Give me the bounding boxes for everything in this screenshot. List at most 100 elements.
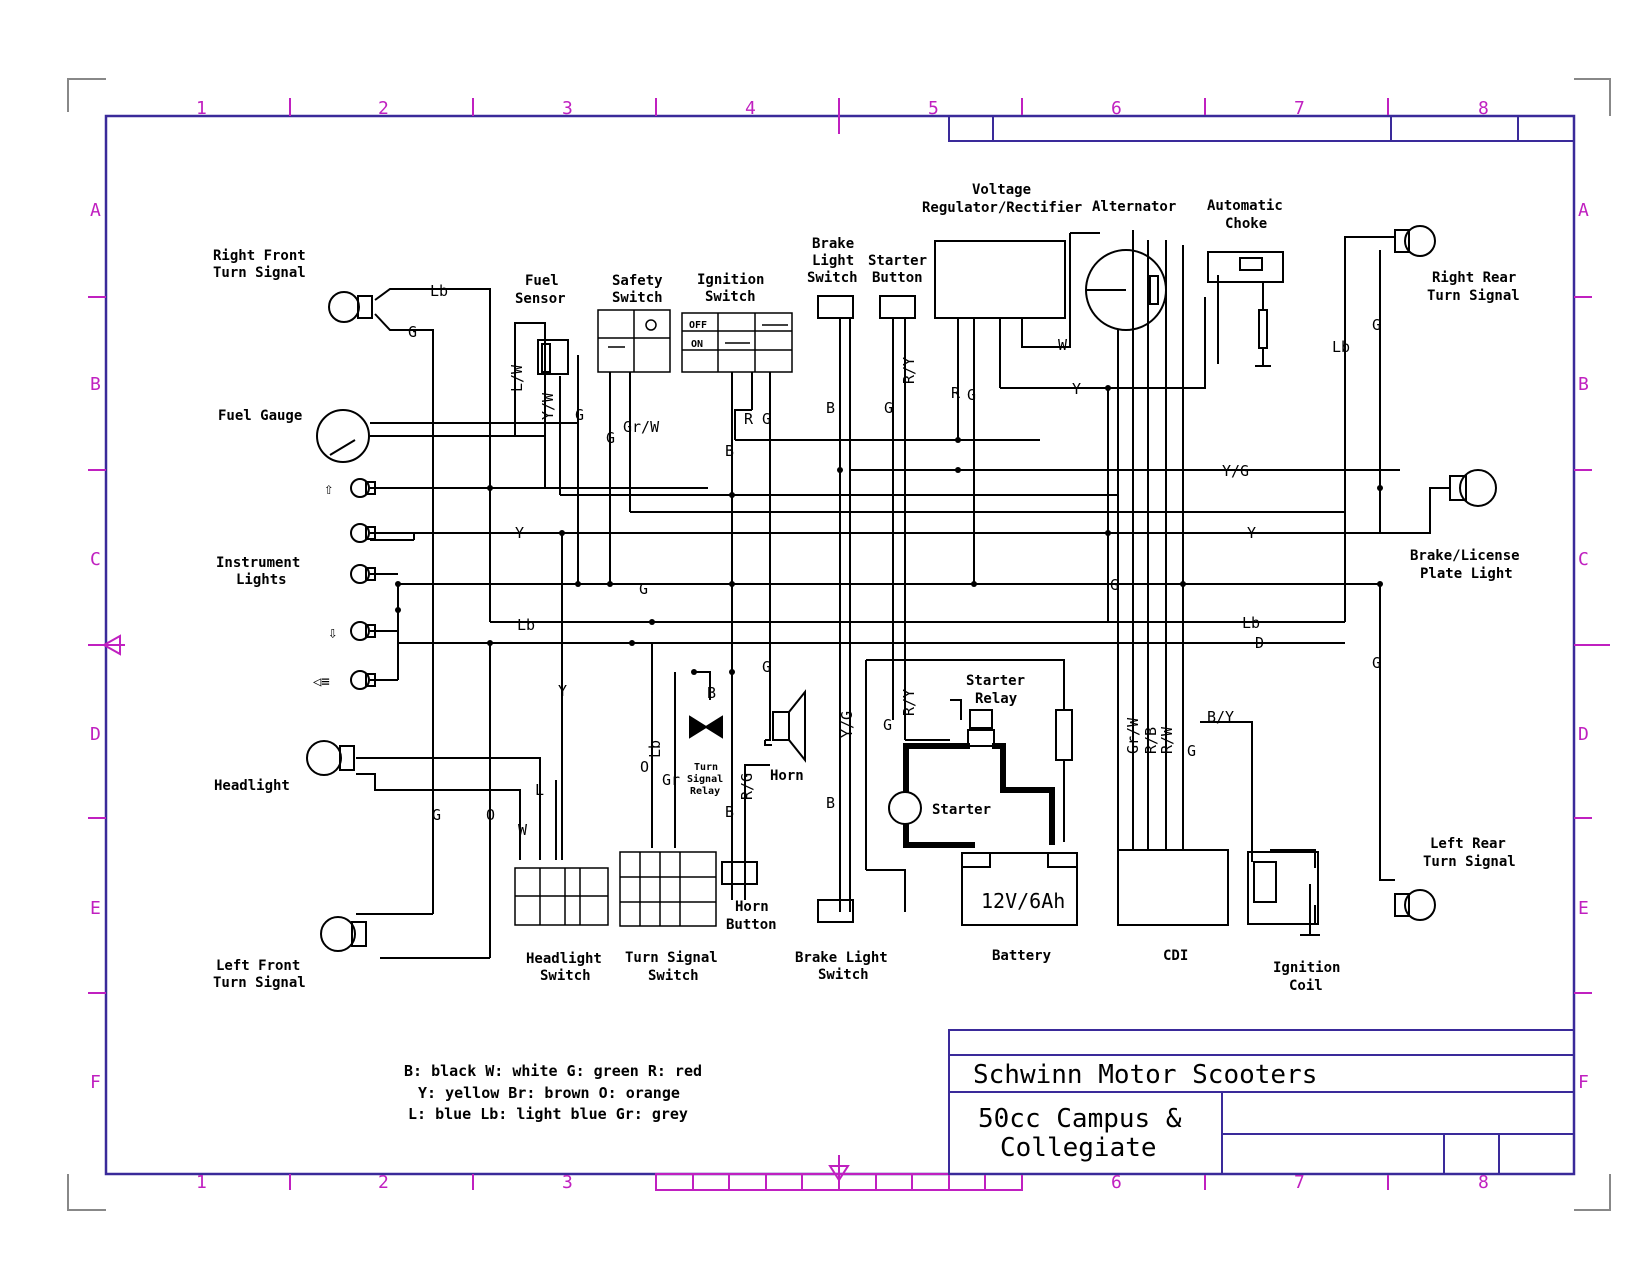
row-label: D bbox=[90, 724, 101, 745]
wire-code: B bbox=[707, 684, 716, 702]
wire-code: G bbox=[1110, 576, 1119, 594]
title-model-line1: 50cc Campus & bbox=[978, 1104, 1182, 1134]
wire-code: R bbox=[744, 410, 754, 428]
wire-code: Y bbox=[515, 524, 524, 542]
wire-code: B bbox=[826, 399, 835, 417]
wire-code: R bbox=[951, 384, 961, 402]
wire-code: Gr bbox=[662, 771, 680, 789]
label-horn-button-2: Button bbox=[726, 917, 777, 933]
label-headlight-switch-1: Headlight bbox=[526, 951, 602, 967]
legend-line-1: B: black W: white G: green R: red bbox=[404, 1062, 702, 1080]
wire-code: Lb bbox=[517, 616, 535, 634]
turn-signal-relay-icon bbox=[689, 715, 723, 739]
label-left-front-turn-2: Turn Signal bbox=[213, 975, 306, 991]
col-label: 8 bbox=[1478, 1172, 1489, 1193]
wire-code: Y/W bbox=[539, 392, 557, 420]
label-safety-switch-1: Safety bbox=[612, 273, 663, 289]
label-left-front-turn-1: Left Front bbox=[216, 958, 300, 974]
wire-code: G bbox=[408, 323, 417, 341]
title-block bbox=[948, 1029, 1575, 1175]
svg-text:⇧: ⇧ bbox=[324, 479, 334, 498]
regulator-box-icon bbox=[934, 240, 1066, 319]
color-legend: B: black W: white G: green R: red Y: yel… bbox=[404, 1062, 702, 1123]
wire-code: L bbox=[535, 781, 544, 799]
component-labels: Right Front Turn Signal Fuel Gauge Instr… bbox=[213, 182, 1520, 994]
wire-color-codes: Lb G Y G Lb Y L W G O G G Gr/W B R G B G… bbox=[408, 282, 1381, 839]
label-battery: Battery bbox=[992, 948, 1052, 964]
grid-ticks bbox=[88, 98, 1610, 1190]
instrument-light-icon bbox=[350, 478, 376, 690]
row-label: C bbox=[1578, 549, 1589, 570]
wire-code: O bbox=[486, 806, 495, 824]
svg-text:◁≡: ◁≡ bbox=[313, 674, 330, 690]
cdi-box-icon bbox=[1117, 849, 1229, 926]
wire-code: G bbox=[967, 386, 976, 404]
wire-code: G bbox=[432, 806, 441, 824]
col-label: 2 bbox=[378, 98, 389, 119]
wire-code: Gr/W bbox=[1124, 717, 1142, 754]
col-label: 3 bbox=[562, 1172, 573, 1193]
label-headlight-switch-2: Switch bbox=[540, 968, 591, 984]
row-label: E bbox=[90, 898, 101, 919]
fuse-icon bbox=[1055, 709, 1073, 761]
col-label: 3 bbox=[562, 98, 573, 119]
wires bbox=[356, 230, 1450, 959]
turn-signal-switch-icon bbox=[619, 851, 717, 927]
row-label: D bbox=[1578, 724, 1589, 745]
wire-code: G bbox=[1372, 654, 1381, 672]
label-instrument-1: Instrument bbox=[216, 555, 300, 571]
wire-code: R/G bbox=[738, 773, 756, 800]
label-ignition-switch-2: Switch bbox=[705, 289, 756, 305]
wire-code: G bbox=[606, 429, 615, 447]
label-starter-button-2: Button bbox=[872, 270, 923, 286]
wire-code: Lb bbox=[646, 740, 664, 758]
label-starter-button-1: Starter bbox=[868, 253, 927, 269]
junction-dots bbox=[395, 385, 1383, 675]
wire-code: L/W bbox=[508, 364, 526, 392]
wire-code: G bbox=[883, 716, 892, 734]
ignition-switch-icon bbox=[681, 312, 793, 373]
label-turn-relay-2: Signal bbox=[687, 773, 723, 785]
label-turn-relay-1: Turn bbox=[694, 762, 718, 773]
brake-switch-icon bbox=[817, 295, 854, 923]
wire-code: B bbox=[725, 442, 734, 460]
wire-code: Lb bbox=[430, 282, 448, 300]
label-brake-top-1: Brake bbox=[812, 236, 854, 252]
label-instrument-2: Lights bbox=[236, 572, 287, 588]
label-right-front-turn-1: Right Front bbox=[213, 248, 306, 264]
label-brake-top-2: Light bbox=[812, 253, 854, 269]
label-turn-relay-3: Relay bbox=[690, 786, 720, 797]
wire-code: G bbox=[575, 406, 584, 424]
label-regulator-2: Regulator/Rectifier bbox=[922, 200, 1082, 216]
col-label: 4 bbox=[745, 98, 756, 119]
label-brake-license-2: Plate Light bbox=[1420, 566, 1513, 582]
headlight-switch-icon bbox=[514, 867, 609, 926]
col-label: 1 bbox=[196, 98, 207, 119]
battery-icon bbox=[961, 852, 1078, 926]
label-brake-bottom-1: Brake Light bbox=[795, 950, 888, 966]
fuel-gauge-icon bbox=[316, 409, 370, 463]
label-safety-switch-2: Switch bbox=[612, 290, 663, 306]
label-starter-relay-2: Relay bbox=[975, 691, 1018, 707]
col-label: 8 bbox=[1478, 98, 1489, 119]
grid-labels: 1 2 3 4 5 6 7 8 1 2 3 6 7 8 A B C D E F … bbox=[90, 98, 1589, 1193]
corner-marks bbox=[67, 78, 1611, 1211]
col-label: 6 bbox=[1111, 98, 1122, 119]
ignition-off-label: OFF bbox=[689, 320, 707, 331]
horn-button-icon bbox=[721, 861, 758, 885]
label-right-rear-2: Turn Signal bbox=[1427, 288, 1520, 304]
wire-code: G bbox=[884, 399, 893, 417]
fuel-sensor-icon bbox=[537, 339, 569, 375]
choke-icon bbox=[1207, 251, 1284, 367]
svg-text:⇩: ⇩ bbox=[328, 623, 338, 642]
label-starter: Starter bbox=[932, 802, 991, 818]
row-label: B bbox=[1578, 374, 1589, 395]
starter-button-icon bbox=[879, 295, 916, 319]
label-left-rear-2: Turn Signal bbox=[1423, 854, 1516, 870]
col-label: 7 bbox=[1294, 1172, 1305, 1193]
label-fuel-sensor-1: Fuel bbox=[525, 273, 559, 289]
wire-code: Y/G bbox=[1222, 462, 1249, 480]
label-ignition-coil-2: Coil bbox=[1289, 978, 1323, 994]
col-label: 7 bbox=[1294, 98, 1305, 119]
label-brake-bottom-2: Switch bbox=[818, 967, 869, 983]
